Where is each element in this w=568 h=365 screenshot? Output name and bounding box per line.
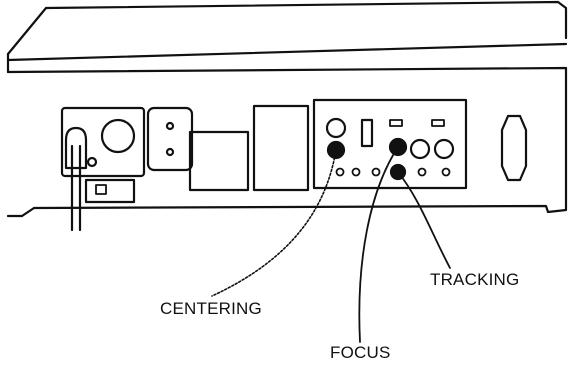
- power-connector: [100, 118, 136, 154]
- control-slot-small-1: [389, 119, 403, 127]
- focus-leader-line: [358, 146, 399, 343]
- voltage-switch-knob: [95, 184, 107, 195]
- device-back-panel: [6, 66, 568, 218]
- control-slot-small-2: [431, 119, 445, 127]
- centering-label: CENTERING: [160, 299, 262, 318]
- device-top-cover: [6, 0, 568, 56]
- control-hole-bottom-5: [441, 167, 451, 177]
- rear-panel-block-left: [188, 130, 250, 192]
- control-hole-bottom-1: [335, 167, 345, 177]
- control-jack-mid-left: [409, 138, 431, 160]
- control-hole-bottom-4: [417, 167, 427, 177]
- connector-port: [500, 114, 528, 182]
- small-hole-icon: [86, 156, 98, 168]
- outlet-hole-lower: [165, 147, 175, 157]
- control-hole-bottom-2: [351, 167, 361, 177]
- outlet-hole-upper: [165, 121, 175, 131]
- focus-label: FOCUS: [330, 343, 391, 362]
- control-hole-bottom-3: [371, 167, 381, 177]
- power-cord: [70, 144, 82, 232]
- ac-outlet-frame: [146, 106, 194, 172]
- tracking-label: TRACKING: [430, 270, 520, 289]
- centering-leader-line: [211, 149, 337, 297]
- power-cord-plug: [64, 126, 88, 170]
- device-top-rim: [6, 42, 568, 74]
- control-slot-vertical: [360, 118, 374, 148]
- power-socket-frame: [60, 106, 146, 178]
- voltage-switch-frame: [84, 178, 136, 204]
- control-jack-top: [325, 117, 347, 139]
- rear-panel-block-right: [252, 104, 310, 192]
- control-jack-mid-right: [433, 138, 455, 160]
- tracking-leader-line: [397, 171, 451, 269]
- control-panel-frame: [312, 98, 468, 190]
